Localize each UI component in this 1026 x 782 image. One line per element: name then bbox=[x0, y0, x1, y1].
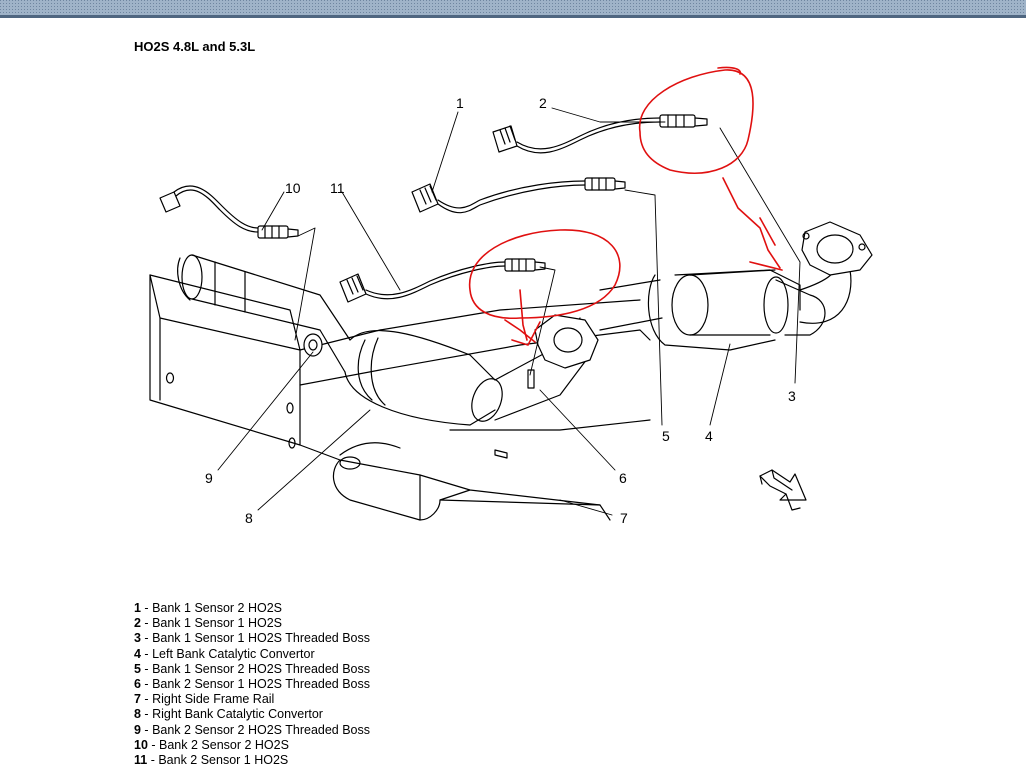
callout-6: 6 bbox=[619, 470, 627, 486]
legend-item: 3 - Bank 1 Sensor 1 HO2S Threaded Boss bbox=[134, 631, 371, 646]
callout-3: 3 bbox=[788, 388, 796, 404]
callout-11: 11 bbox=[330, 180, 345, 196]
callout-2: 2 bbox=[539, 95, 547, 111]
legend-item: 11 - Bank 2 Sensor 1 HO2S bbox=[134, 753, 289, 768]
callout-1: 1 bbox=[456, 95, 464, 111]
top-banner bbox=[0, 0, 1026, 18]
legend-item: 8 - Right Bank Catalytic Convertor bbox=[134, 707, 323, 722]
exhaust-diagram: 1 2 3 4 5 6 7 8 9 10 11 bbox=[149, 66, 873, 526]
callout-8: 8 bbox=[245, 510, 253, 526]
leader-lines bbox=[217, 107, 801, 516]
left-bank-catalytic-convertor bbox=[599, 221, 873, 351]
legend-item: 2 - Bank 1 Sensor 1 HO2S bbox=[134, 616, 282, 631]
callout-10: 10 bbox=[285, 180, 301, 196]
bank1-sensor1-ho2s bbox=[492, 114, 708, 154]
legend-item: 6 - Bank 2 Sensor 1 HO2S Threaded Boss bbox=[134, 677, 371, 692]
right-side-frame-rail bbox=[149, 274, 651, 521]
bank2-sensor2-ho2s bbox=[159, 185, 299, 239]
callout-9: 9 bbox=[205, 470, 213, 486]
right-bank-catalytic-convertor bbox=[177, 254, 599, 426]
bank1-sensor2-ho2s bbox=[411, 177, 626, 214]
bank2-sensor2-threaded-boss bbox=[303, 333, 323, 357]
legend-item: 1 - Bank 1 Sensor 2 HO2S bbox=[134, 601, 282, 615]
legend-item: 5 - Bank 1 Sensor 2 HO2S Threaded Boss bbox=[134, 661, 371, 676]
legend-item: 7 - Right Side Frame Rail bbox=[134, 692, 275, 707]
legend-item: 9 - Bank 2 Sensor 2 HO2S Threaded Boss bbox=[134, 722, 371, 737]
direction-arrow-icon bbox=[759, 469, 807, 511]
callout-7: 7 bbox=[620, 510, 628, 526]
page-title: HO2S 4.8L and 5.3L bbox=[134, 39, 256, 54]
callout-4: 4 bbox=[705, 428, 713, 444]
legend-item: 10 - Bank 2 Sensor 2 HO2S bbox=[134, 737, 289, 752]
callout-5: 5 bbox=[662, 428, 670, 444]
callout-numbers: 1 2 3 4 5 6 7 8 9 10 11 bbox=[205, 95, 796, 526]
red-highlight-annotations bbox=[468, 66, 783, 346]
legend-list: 1 - Bank 1 Sensor 2 HO2S 2 - Bank 1 Sens… bbox=[134, 601, 370, 768]
bank2-sensor1-ho2s bbox=[339, 258, 546, 303]
legend-item: 4 - Left Bank Catalytic Convertor bbox=[134, 646, 315, 661]
